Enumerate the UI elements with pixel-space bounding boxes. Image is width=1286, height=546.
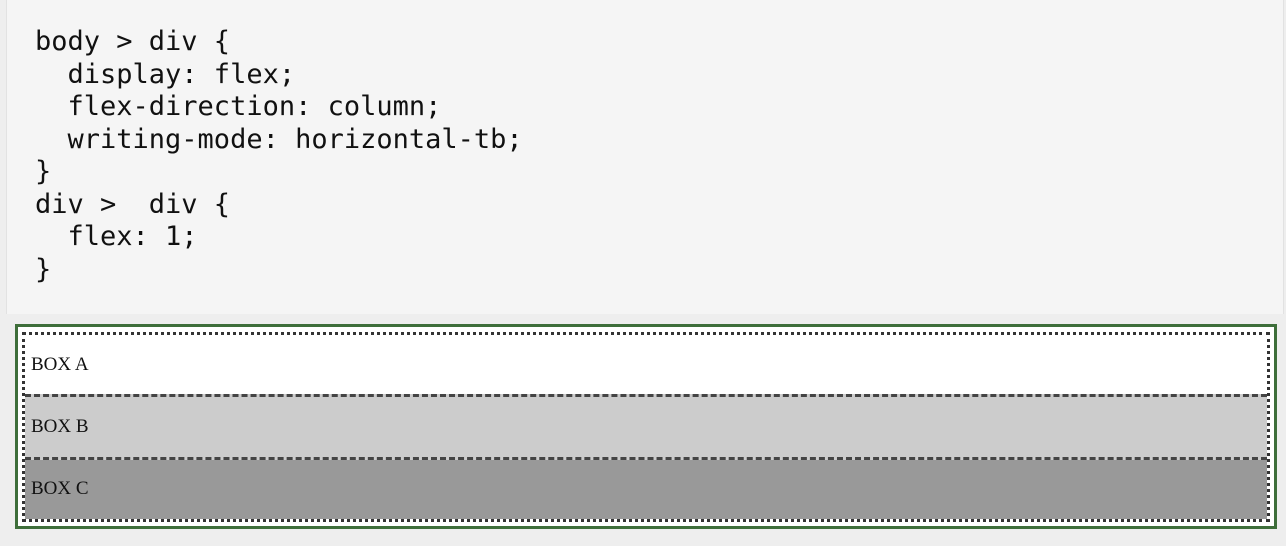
box-a: BOX A <box>25 335 1267 395</box>
box-c: BOX C <box>25 459 1267 519</box>
flex-container: BOX A BOX B BOX C <box>22 332 1270 522</box>
box-b: BOX B <box>25 394 1267 460</box>
demo-outer-container: BOX A BOX B BOX C <box>15 324 1277 529</box>
code-line: } <box>35 253 52 285</box>
code-line: flex-direction: column; <box>35 91 442 122</box>
css-code-panel: body > div { display: flex; flex-directi… <box>6 0 1284 314</box>
code-line: flex: 1; <box>35 221 198 252</box>
css-code-block: body > div { display: flex; flex-directi… <box>35 26 523 286</box>
code-line: body > div { <box>35 26 231 57</box>
code-line: div > div { <box>35 188 231 220</box>
code-line: writing-mode: horizontal-tb; <box>35 123 523 155</box>
code-line: display: flex; <box>35 58 296 90</box>
code-line: } <box>35 156 52 187</box>
box-c-label: BOX C <box>31 478 89 500</box>
box-a-label: BOX A <box>31 353 89 375</box>
box-b-label: BOX B <box>31 415 89 437</box>
